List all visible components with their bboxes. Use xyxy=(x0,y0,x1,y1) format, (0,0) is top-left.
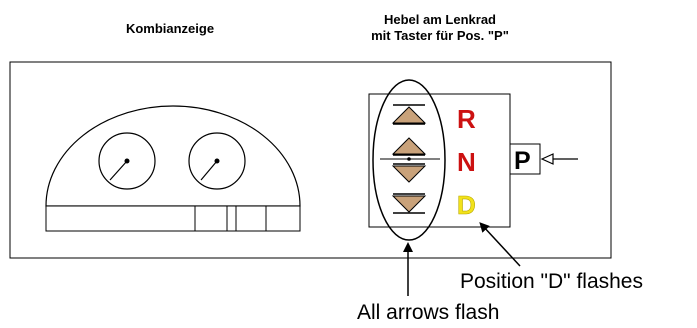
outer-frame xyxy=(9,61,612,259)
arrows-highlight-ellipse xyxy=(372,79,446,241)
callout-d-flashes: Position "D" flashes xyxy=(460,270,643,293)
arrow-down-upper xyxy=(391,163,427,183)
left-gauge-hub xyxy=(124,158,130,164)
p-button-frame xyxy=(509,143,541,175)
gear-letter-d: D xyxy=(457,190,476,220)
arrow-up-lower xyxy=(391,137,427,156)
left-gauge xyxy=(98,132,156,190)
gear-letter-n: N xyxy=(457,147,476,177)
right-gauge-needle xyxy=(200,160,218,181)
selector-lever-panel: R N D P xyxy=(368,79,578,241)
p-button-pointer-icon xyxy=(540,153,578,165)
cluster-display-strip xyxy=(45,205,301,232)
gear-letter-r: R xyxy=(457,104,476,134)
gear-letter-p: P xyxy=(514,147,531,175)
lever-header: Hebel am Lenkrad mit Taster für Pos. "P" xyxy=(335,12,545,44)
lever-header-line-1: Hebel am Lenkrad xyxy=(384,12,496,27)
lever-center-dot xyxy=(407,157,411,161)
arrow-down-lower xyxy=(391,193,427,214)
lever-panel-frame xyxy=(368,93,511,228)
instrument-cluster xyxy=(45,105,301,232)
left-gauge-needle xyxy=(109,160,128,181)
lever-header-line-2: mit Taster für Pos. "P" xyxy=(371,28,509,43)
callout-d-line xyxy=(479,222,521,267)
right-gauge xyxy=(188,132,246,190)
callout-arrows-flash: All arrows flash xyxy=(357,301,500,324)
right-gauge-hub xyxy=(214,158,220,164)
cluster-dome xyxy=(45,105,301,207)
instrument-cluster-title: Kombianzeige xyxy=(125,21,215,36)
arrow-up-upper xyxy=(391,104,427,125)
instrument-cluster-header: Kombianzeige xyxy=(100,21,240,37)
